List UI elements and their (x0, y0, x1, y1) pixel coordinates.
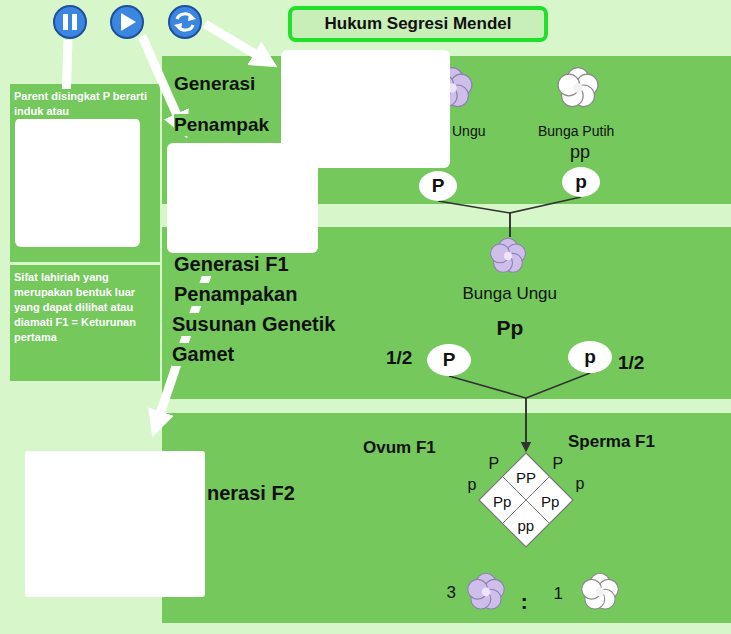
pause-button (54, 6, 86, 38)
band-fill (10, 84, 160, 262)
cover-box (15, 118, 140, 247)
allele-text: p (584, 346, 596, 368)
note-text: Sifat lahiriah yang merupakan bentuk lua… (14, 270, 156, 345)
pointer-arrow (158, 254, 214, 420)
white-flower (582, 573, 619, 609)
ratio-number: 3 (447, 583, 456, 603)
axis-heading: Sperma F1 (568, 432, 655, 452)
allele-circle: p (562, 167, 600, 197)
genotype-text: pp (570, 142, 590, 163)
row-heading: Gamet (172, 343, 234, 366)
phenotype-text: Ungu (452, 123, 485, 139)
white-flower (558, 68, 598, 107)
allele-label: p (576, 475, 585, 493)
ratio-number: 1 (554, 584, 563, 604)
genotype-cell: Pp (541, 493, 559, 510)
row-heading: Generasi F1 (174, 253, 289, 276)
band-fill (162, 227, 731, 399)
row-heading: Susunan Genetik (172, 313, 335, 336)
connector (449, 376, 531, 452)
band-fill (10, 265, 160, 381)
note-text: Parent disingkat P berarti induk atau (14, 89, 154, 119)
phenotype-text: Bunga Ungu (463, 284, 558, 304)
row-heading: nerasi F2 (207, 482, 295, 505)
phenotype-group: Bunga UnguPp (438, 237, 582, 343)
generation-band: Generasi F1 PenampakanSusunan GenetikGame… (162, 227, 731, 399)
row-heading: Generasi (174, 73, 255, 95)
pointer-arrow (205, 24, 262, 58)
play-button (111, 6, 143, 38)
title-box: Hukum Segresi Mendel (288, 6, 548, 42)
allele-label: P (489, 455, 500, 473)
allele-label: p (468, 476, 477, 494)
ratio-colon: : (521, 589, 528, 614)
connector-line (438, 201, 510, 237)
row-heading: Penampak (174, 114, 269, 136)
note-panel: Sifat lahiriah yang merupakan bentuk lua… (10, 265, 160, 381)
genotype-cell: PP (516, 469, 536, 486)
row-heading: Penampakan (174, 283, 297, 306)
connector-line (510, 197, 581, 237)
allele-text: P (432, 175, 445, 197)
generation-band: GenerasiPenampak Ungu Bunga Putih ppPp (162, 56, 731, 204)
connector (510, 197, 581, 237)
note-panel: Parent disingkat P berarti induk atau (10, 84, 160, 262)
refresh-button (169, 6, 201, 38)
ratio-label: 1/2 (618, 352, 644, 374)
genotype-text: Pp (497, 316, 524, 340)
axis-heading: Ovum F1 (363, 438, 436, 458)
allele-text: P (443, 349, 456, 371)
connector-line (449, 376, 526, 444)
arrow-head (521, 442, 531, 452)
title-text: Hukum Segresi Mendel (324, 14, 511, 34)
phenotype-text: Bunga Putih (538, 123, 614, 139)
connector (438, 201, 510, 237)
ratio-label: 1/2 (386, 347, 412, 369)
gamete-circle: P (427, 344, 471, 376)
allele-text: p (575, 171, 587, 193)
allele-circle: P (419, 171, 457, 201)
gamete-circle: p (568, 341, 612, 373)
genotype-cell: pp (518, 517, 535, 534)
purple-flower (491, 238, 526, 272)
arrow-head (521, 442, 531, 452)
purple-flower (468, 573, 505, 609)
cover-box (167, 143, 318, 253)
allele-label: P (553, 455, 564, 473)
band-fill (162, 413, 731, 623)
cover-box (25, 451, 205, 597)
genotype-cell: Pp (493, 493, 511, 510)
